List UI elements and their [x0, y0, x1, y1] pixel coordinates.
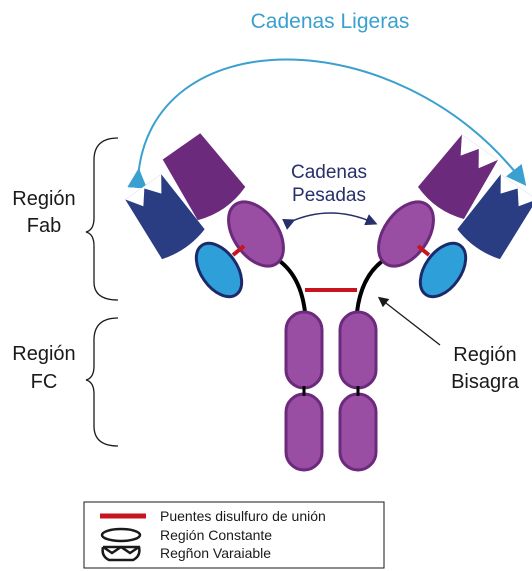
fc-left-lower	[286, 394, 322, 470]
fab-label-line1: Región	[12, 188, 75, 210]
fc-left-upper	[286, 312, 322, 388]
heavy-chains-arrow	[290, 213, 372, 222]
fc-right-lower	[340, 394, 376, 470]
heavy-chains-label-line2: Pesadas	[292, 185, 366, 206]
fc-bracket	[86, 318, 118, 446]
fc-label-line2: FC	[31, 371, 58, 393]
legend-label-disulfide: Puentes disulfuro de unión	[160, 508, 326, 524]
light-chains-label: Cadenas Ligeras	[251, 10, 410, 33]
hinge-label-line1: Región	[453, 344, 516, 366]
fab-label-line2: Fab	[27, 215, 61, 237]
legend-label-variable: Regñon Varaiable	[160, 545, 271, 561]
legend: Puentes disulfuro de unión Región Consta…	[84, 502, 384, 568]
fc-right-upper	[340, 312, 376, 388]
fab-bracket	[86, 138, 118, 300]
legend-label-constant: Región Constante	[160, 527, 272, 543]
fc-label-line1: Región	[12, 343, 75, 365]
hinge-pointer-arrow	[382, 300, 440, 345]
hinge-label-line2: Bisagra	[451, 371, 520, 393]
heavy-chains-label-line1: Cadenas	[291, 162, 367, 183]
